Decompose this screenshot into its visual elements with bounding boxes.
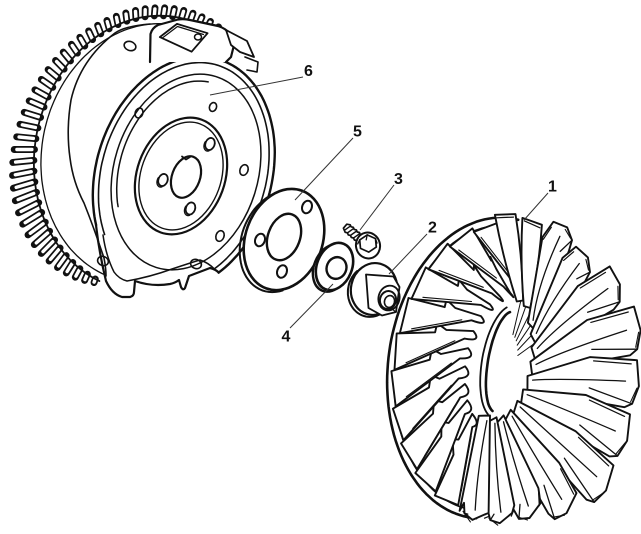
svg-text:3: 3 [394,171,403,188]
svg-text:5: 5 [353,124,362,141]
svg-text:1: 1 [548,179,557,196]
svg-text:2: 2 [428,220,437,237]
svg-text:4: 4 [282,329,291,346]
svg-text:6: 6 [304,63,313,80]
